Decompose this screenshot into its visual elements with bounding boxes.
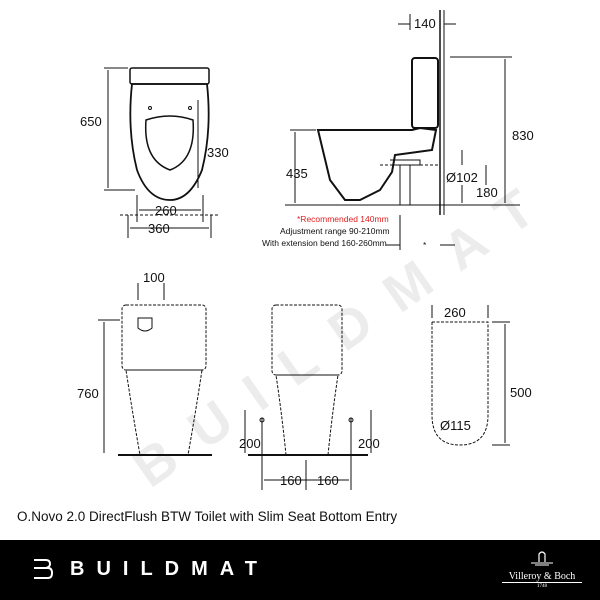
button-dim: 100 xyxy=(143,270,165,285)
top-seat-dim: 330 xyxy=(207,145,229,160)
rear-view xyxy=(271,304,343,456)
technical-drawing: BUILDMAT xyxy=(77,10,568,499)
seat-length-dim: 500 xyxy=(510,385,532,400)
top-outer-width-dim: 360 xyxy=(148,221,170,236)
rear-right-offset-dim: 160 xyxy=(317,473,339,488)
side-view xyxy=(285,10,520,250)
buildmat-brand: BUILDMAT xyxy=(70,558,269,580)
villeroy-boch-logo: Villeroy & Boch 1748 xyxy=(502,550,582,589)
rear-left-offset-dim: 160 xyxy=(280,473,302,488)
seat-view xyxy=(431,305,510,446)
buildmat-logo-icon xyxy=(34,559,54,579)
product-caption: O.Novo 2.0 DirectFlush BTW Toilet with S… xyxy=(17,509,398,524)
note-recommended: *Recommended 140mm xyxy=(297,214,389,224)
top-view xyxy=(104,67,220,238)
pipe-height-dim: 180 xyxy=(476,185,498,200)
rear-left-height-dim: 200 xyxy=(239,436,261,451)
note-adjustment: Adjustment range 90-210mm xyxy=(280,226,390,236)
tank-depth-dim: 140 xyxy=(414,16,436,31)
villeroy-boch-emblem-icon xyxy=(531,551,553,566)
partner-name: Villeroy & Boch xyxy=(502,571,582,583)
top-height-dim: 650 xyxy=(80,114,102,129)
note-extension: With extension bend 160-260mm xyxy=(262,238,387,248)
seat-height-dim: 435 xyxy=(286,166,308,181)
rear-right-height-dim: 200 xyxy=(358,436,380,451)
seat-width-dim: 260 xyxy=(444,305,466,320)
pipe-diameter-dim: Ø102 xyxy=(446,170,478,185)
footer: BUILDMAT Villeroy & Boch 1748 xyxy=(0,540,600,600)
partner-year: 1748 xyxy=(537,584,547,589)
front-height-dim: 760 xyxy=(77,386,99,401)
top-inner-width-dim: 260 xyxy=(155,203,177,218)
seat-hole-dim: Ø115 xyxy=(440,418,471,433)
asterisk: * xyxy=(423,240,427,250)
total-height-dim: 830 xyxy=(512,128,534,143)
